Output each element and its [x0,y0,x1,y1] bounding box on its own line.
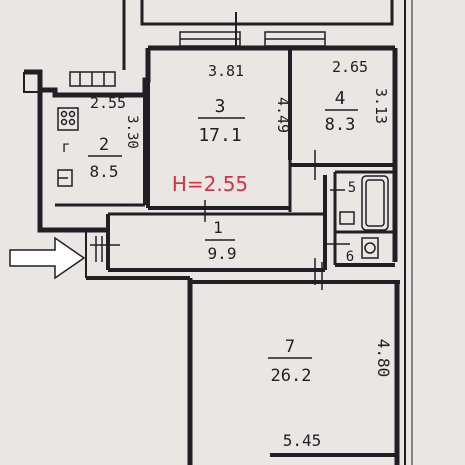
upper-room-outline [122,0,413,465]
ceiling-height: H=2.55 [172,172,248,196]
door-marks [90,150,350,290]
room-3-length: 4.49 [274,97,292,133]
top-windows [179,12,326,50]
entrance-arrow-icon [9,236,86,280]
room-3-width: 3.81 [208,62,244,80]
room-6-number: 6 [346,249,354,265]
kitchen-window [69,71,116,87]
room-7-number: 7 [285,337,295,357]
washbasin-icon [339,211,355,225]
room-1-area: 9.9 [208,244,237,263]
room-7-width: 5.45 [283,431,322,450]
room-4-length: 3.13 [372,88,390,124]
room-7-length: 4.80 [374,339,393,378]
room-4-number: 4 [335,88,346,109]
sink-icon [57,169,73,187]
room-2-width: 2.55 [90,94,126,112]
room-2-area: 8.5 [90,162,119,181]
stove-icon [57,107,79,131]
apartment-walls [23,45,400,465]
bathtub-icon [361,175,389,231]
room-2-length: 3.30 [124,115,140,149]
room-5-number: 5 [348,180,356,196]
kitchen-mark: г [61,138,70,156]
room-3-number: 3 [215,96,226,117]
room-4-area: 8.3 [325,115,356,135]
room-1-number: 1 [213,218,223,237]
room-4-width: 2.65 [332,58,368,76]
toilet-icon [361,237,379,259]
room-7-area: 26.2 [271,366,312,386]
room-2-number: 2 [99,135,109,155]
room-3-area: 17.1 [198,125,241,146]
